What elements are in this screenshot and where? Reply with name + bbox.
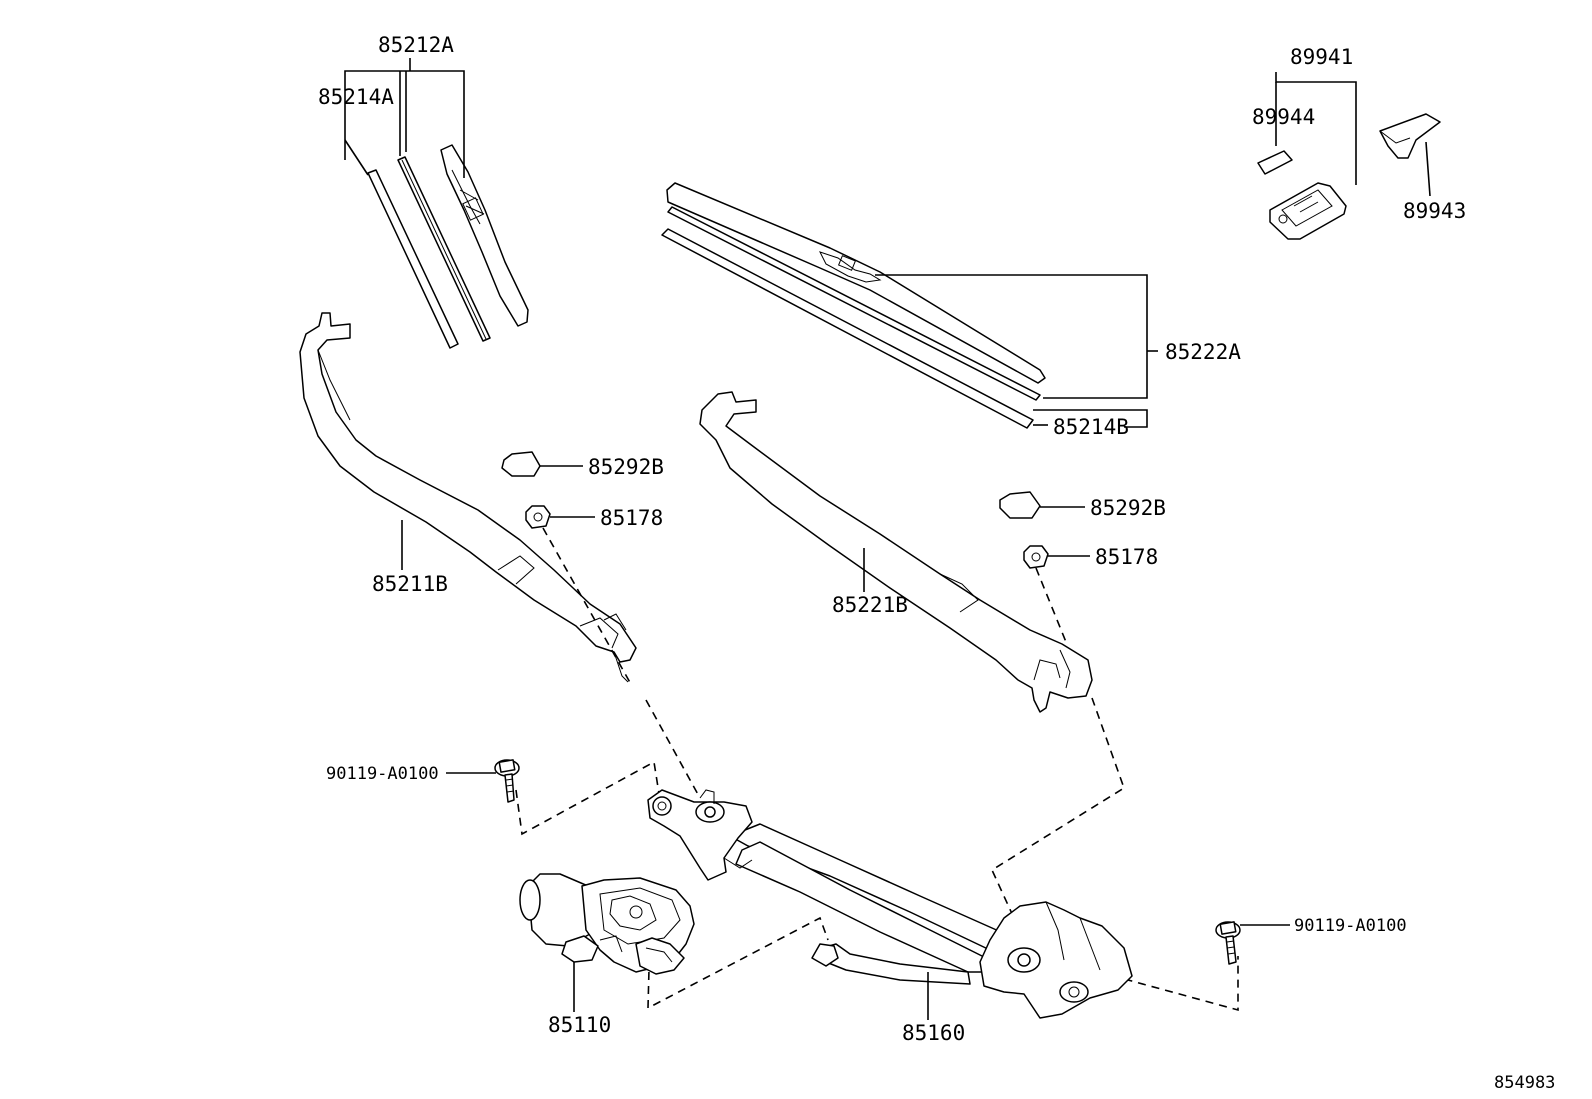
right-bolt[interactable] [1215,921,1241,965]
left-bolt[interactable] [494,759,520,803]
left-arm-nut[interactable] [525,505,551,529]
sensor-components [1257,113,1441,240]
label-85292B-left: 85292B [588,455,664,479]
label-85211B: 85211B [372,572,448,596]
label-85160: 85160 [902,1021,965,1045]
label-85178-left: 85178 [600,506,663,530]
label-85214A: 85214A [318,85,394,109]
label-85178-right: 85178 [1095,545,1158,569]
label-85110: 85110 [548,1013,611,1037]
left-arm-cap[interactable] [501,451,541,477]
label-89941: 89941 [1290,45,1353,69]
right-arm-nut[interactable] [1023,545,1049,569]
right-wiper-arm[interactable] [699,391,1093,713]
wiper-motor[interactable] [519,873,695,975]
label-85212A: 85212A [378,33,454,57]
right-blade-leaders [875,274,1158,428]
left-blade-refill[interactable] [367,169,459,349]
label-90119-A0100-left: 90119-A0100 [326,764,439,784]
sensor-cover[interactable] [1379,113,1441,159]
sensor-pad[interactable] [1257,150,1293,175]
label-85292B-right: 85292B [1090,496,1166,520]
label-85222A: 85222A [1165,340,1241,364]
assembly-dashed-lines [515,527,1239,1012]
right-arm-cap[interactable] [999,491,1041,519]
left-blade-components [367,144,529,349]
right-blade-components [661,182,1046,429]
drawing-number: 854983 [1494,1073,1555,1093]
left-wiper-arm[interactable] [299,312,637,683]
left-wiper-blade[interactable] [440,144,529,327]
right-wiper-blade[interactable] [666,182,1046,384]
right-blade-refill[interactable] [661,228,1034,429]
label-85214B: 85214B [1053,415,1129,439]
label-89944: 89944 [1252,105,1315,129]
wiper-linkage[interactable] [647,789,1133,1019]
right-blade-strip[interactable] [667,206,1041,401]
label-90119-A0100-right: 90119-A0100 [1294,916,1407,936]
label-89943: 89943 [1403,199,1466,223]
sensor-leaders [1275,72,1431,197]
rain-sensor[interactable] [1269,182,1347,240]
left-blade-leaders [344,58,465,178]
label-85221B: 85221B [832,593,908,617]
